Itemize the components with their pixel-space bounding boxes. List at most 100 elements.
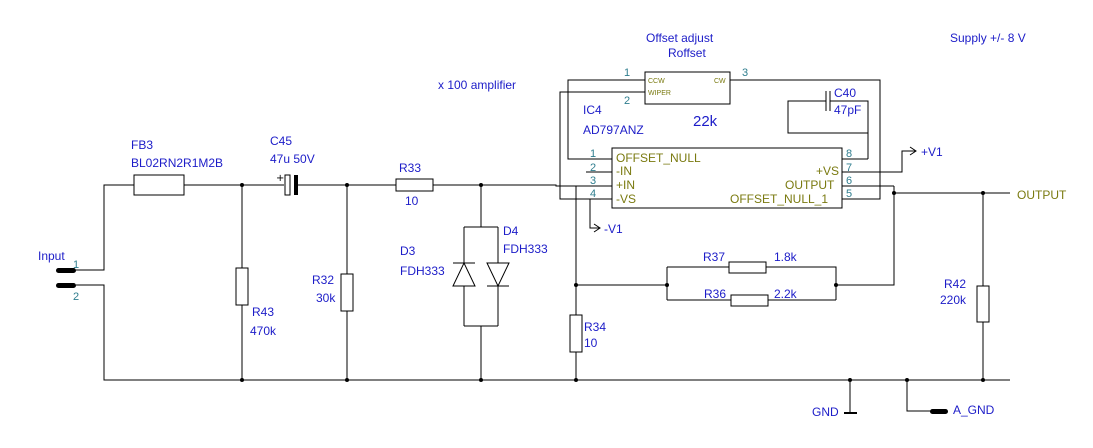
ic4-pin6-num: 6	[846, 175, 852, 187]
r32-resistor	[340, 273, 354, 312]
fb3-ferrite-bead	[133, 174, 185, 196]
vplus-label: +V1	[921, 145, 943, 159]
wire-wiper-to-vs	[559, 159, 586, 200]
wire-vplus	[868, 150, 916, 173]
ic4-part: AD797ANZ	[583, 123, 644, 137]
junction-dot	[665, 283, 669, 287]
ic4-pin8-num: 8	[846, 148, 852, 160]
roffset-wiper-label: WIPER	[648, 90, 671, 97]
roffset-pin3: 3	[742, 67, 748, 79]
ic4-pin1-name: OFFSET_NULL	[616, 151, 701, 165]
ic4-pin3-num: 3	[590, 175, 596, 187]
offset-name: Roffset	[668, 46, 706, 60]
ic4-pin2-num: 2	[590, 162, 596, 174]
ic4-pin7-name: OUTPUT	[785, 178, 835, 192]
junction-dot	[240, 378, 244, 382]
r36-value: 2.2k	[774, 287, 798, 301]
input-pin1-label: 1	[73, 259, 79, 271]
ic4-pin1-num: 1	[590, 148, 596, 160]
r42-resistor	[976, 285, 990, 323]
fb3-ref: FB3	[131, 138, 153, 152]
ic4-pin8-name: +VS	[816, 164, 839, 178]
amplifier-label: x 100 amplifier	[438, 78, 516, 92]
r34-ref: R34	[584, 320, 606, 334]
ic4-right-pin-stubs	[842, 158, 868, 200]
wire-c40	[787, 100, 869, 159]
r32-value: 30k	[316, 291, 336, 305]
wire-roffset-wiper	[559, 91, 645, 159]
ic4-pin5-num: 5	[846, 188, 852, 200]
r36-ref: R36	[704, 287, 726, 301]
c45-ref: C45	[270, 134, 292, 148]
r33-ref: R33	[399, 161, 421, 175]
input-pin2-label: 2	[73, 291, 79, 303]
r33-resistor	[395, 178, 434, 192]
ic4-left-pin-stubs	[586, 158, 612, 200]
r37-ref: R37	[703, 250, 725, 264]
junction-dot	[905, 378, 909, 382]
wire-output-node	[868, 185, 1010, 194]
c45-plate-positive	[284, 174, 291, 196]
junction-dot	[479, 378, 483, 382]
r43-ref: R43	[252, 305, 274, 319]
input-connector-pin1	[56, 268, 76, 273]
vminus-label: -V1	[604, 222, 623, 236]
wire-r33-to-plus-in	[433, 184, 586, 187]
d3-diode-triangle	[452, 261, 476, 287]
roffset-potentiometer	[644, 71, 731, 105]
r42-value: 220k	[940, 293, 967, 307]
wire-agnd	[906, 380, 932, 412]
agnd-connector	[930, 409, 948, 414]
d4-diode-triangle	[486, 262, 510, 288]
vplus-arrow-icon	[909, 146, 917, 156]
d4-ref: D4	[503, 224, 519, 238]
r33-value: 10	[405, 194, 419, 208]
fb3-value: BL02RN2R1M2B	[131, 156, 223, 170]
r36-resistor	[730, 294, 769, 307]
junction-dot	[345, 378, 349, 382]
r37-value: 1.8k	[774, 250, 798, 264]
wire-roffset-cw-to-pin5	[730, 79, 881, 200]
r37-resistor	[728, 261, 767, 274]
output-label: OUTPUT	[1017, 188, 1067, 202]
c40-ref: C40	[834, 86, 856, 100]
wire-vminus	[589, 199, 600, 229]
ic4-pin2-name: -IN	[616, 164, 632, 178]
r32-ref: R32	[312, 273, 334, 287]
ic4-ref: IC4	[583, 103, 602, 117]
roffset-pin2: 2	[624, 95, 630, 107]
gnd-label: GND	[812, 405, 839, 419]
junction-dot	[834, 283, 838, 287]
wire-output-feedback	[836, 186, 895, 286]
supply-label: Supply +/- 8 V	[950, 31, 1026, 45]
d3-ref: D3	[400, 244, 416, 258]
roffset-ccw-label: CCW	[648, 78, 665, 85]
junction-dot	[574, 378, 578, 382]
offset-title: Offset adjust	[646, 31, 714, 45]
ic4-pin3-name: +IN	[616, 178, 635, 192]
wire-input-to-fb3	[76, 184, 134, 271]
d3-value: FDH333	[400, 264, 445, 278]
input-label: Input	[38, 249, 65, 263]
junction-dot	[848, 378, 852, 382]
junction-dot	[892, 191, 896, 195]
c45-plus-sign: +	[276, 173, 284, 184]
ic4-pin4-num: 4	[590, 188, 596, 200]
r43-resistor	[235, 267, 249, 306]
vminus-arrow-icon	[593, 223, 601, 233]
r34-value: 10	[584, 336, 598, 350]
junction-dot	[574, 283, 578, 287]
c40-value: 47pF	[834, 103, 861, 117]
ic4-pin4-name: -VS	[616, 192, 636, 206]
roffset-cw-label: CW	[714, 78, 726, 85]
ic4-body	[611, 147, 843, 209]
r42-ref: R42	[944, 277, 966, 291]
roffset-pin1: 1	[624, 67, 630, 79]
input-connector-pin2	[56, 283, 76, 288]
c45-value: 47u 50V	[270, 152, 315, 166]
agnd-label: A_GND	[953, 403, 995, 417]
d4-value: FDH333	[503, 242, 548, 256]
wire-ground-rail	[76, 284, 1010, 381]
r43-value: 470k	[250, 324, 277, 338]
